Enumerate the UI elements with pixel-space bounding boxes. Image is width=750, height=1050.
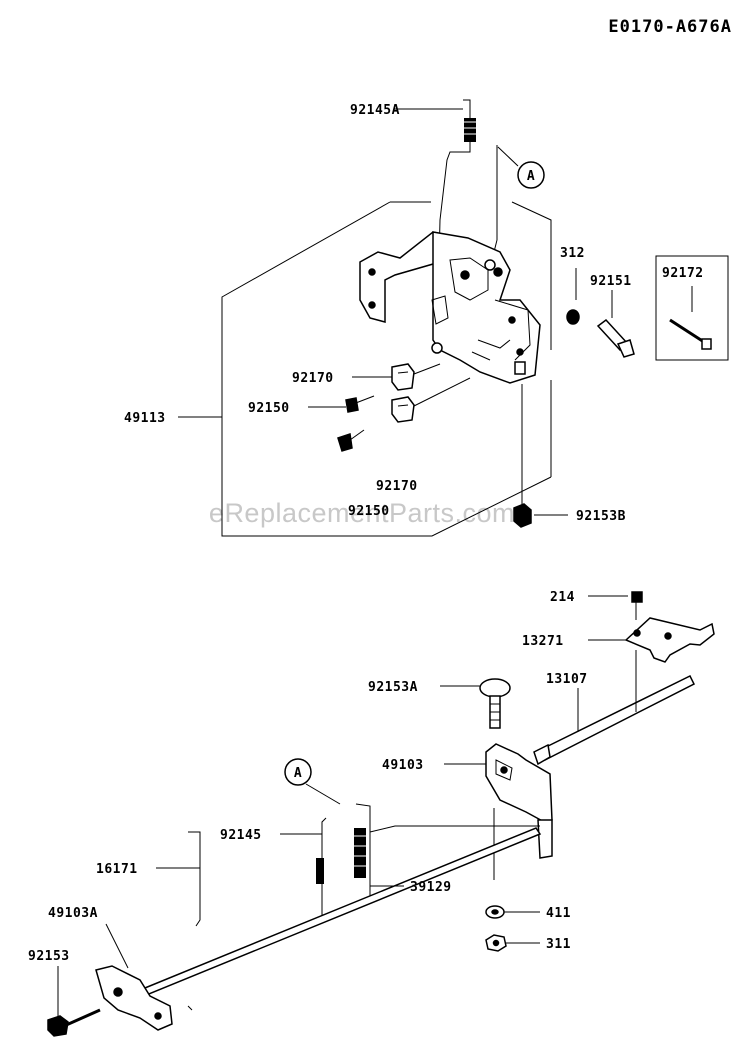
part-13271 bbox=[624, 602, 715, 663]
callout-311: 311 bbox=[546, 937, 571, 952]
part-92153b bbox=[513, 384, 532, 528]
part-92153a bbox=[479, 678, 511, 729]
part-49103a bbox=[95, 965, 193, 1031]
part-411 bbox=[485, 905, 505, 919]
part-92150-bottom bbox=[337, 429, 365, 452]
part-13107 bbox=[533, 650, 696, 766]
part-16171 bbox=[188, 831, 201, 927]
part-311 bbox=[485, 934, 507, 952]
callout-13271: 13271 bbox=[522, 634, 564, 649]
watermark: eReplacementParts.com bbox=[209, 498, 515, 528]
part-92172-box bbox=[655, 255, 729, 361]
callout-labels: 92145A 312 92151 92172 92170 92150 49113… bbox=[28, 103, 704, 964]
callout-92170-bottom: 92170 bbox=[376, 479, 418, 494]
callout-leaders bbox=[57, 108, 626, 1016]
callout-92153a: 92153A bbox=[368, 680, 418, 695]
assembly-frame-49113 bbox=[221, 201, 552, 537]
control-plate bbox=[431, 231, 541, 384]
callout-92150-bottom: 92150 bbox=[348, 504, 390, 519]
callout-92145a: 92145A bbox=[350, 103, 400, 118]
callout-92172: 92172 bbox=[662, 266, 704, 281]
ref-marker-a-bottom: A bbox=[284, 758, 341, 805]
part-92153 bbox=[47, 1008, 101, 1037]
linkage-rod bbox=[491, 145, 498, 261]
callout-92151: 92151 bbox=[590, 274, 632, 289]
callout-92153: 92153 bbox=[28, 949, 70, 964]
throttle-rod bbox=[369, 825, 540, 833]
part-92170-top bbox=[391, 363, 415, 391]
part-39129 bbox=[354, 803, 371, 907]
part-92145 bbox=[316, 817, 329, 921]
callout-13107: 13107 bbox=[546, 672, 588, 687]
ref-marker-a-top: A bbox=[497, 146, 545, 189]
callout-49103: 49103 bbox=[382, 758, 424, 773]
ref-marker-a-bottom-label: A bbox=[294, 766, 302, 781]
callout-312: 312 bbox=[560, 246, 585, 261]
part-49103 bbox=[485, 743, 553, 880]
callout-92145: 92145 bbox=[220, 828, 262, 843]
callout-92150-left: 92150 bbox=[248, 401, 290, 416]
diagram-code: E0170-A676A bbox=[608, 17, 732, 37]
part-312 bbox=[566, 268, 580, 325]
callout-92170-top: 92170 bbox=[292, 371, 334, 386]
callout-411: 411 bbox=[546, 906, 571, 921]
callout-214: 214 bbox=[550, 590, 575, 605]
callout-39129: 39129 bbox=[410, 880, 452, 895]
callout-49103a: 49103A bbox=[48, 906, 98, 921]
ref-marker-a-top-label: A bbox=[527, 169, 535, 184]
part-92151 bbox=[596, 290, 635, 358]
callout-16171: 16171 bbox=[96, 862, 138, 877]
callout-49113: 49113 bbox=[124, 411, 166, 426]
callout-92153b: 92153B bbox=[576, 509, 626, 524]
part-214 bbox=[588, 591, 643, 603]
part-92170-bottom bbox=[391, 396, 415, 423]
part-92150-left bbox=[345, 395, 375, 413]
